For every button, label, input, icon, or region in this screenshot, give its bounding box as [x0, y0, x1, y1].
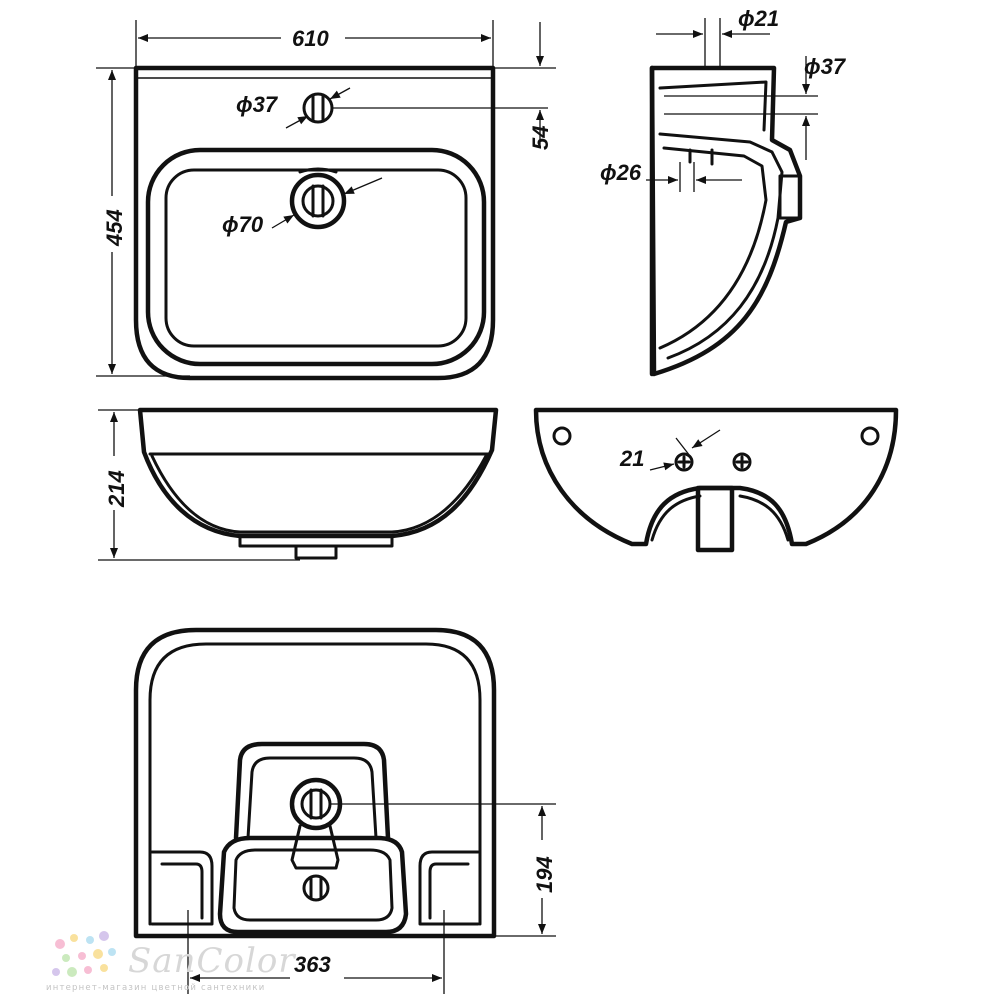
dim-text-phi37-top: ϕ37 [236, 92, 279, 117]
dim-text-363: 363 [294, 952, 331, 977]
watermark-dot [108, 948, 116, 956]
dimension-21: 21 [619, 429, 721, 471]
front-view-drain-stub [294, 544, 338, 560]
bottom-view-faucet-hole [302, 874, 330, 902]
watermark-dot [100, 964, 108, 972]
watermark-brand: SanColor [128, 941, 296, 981]
back-hole-left [674, 452, 694, 472]
dimension-363: 363 [187, 910, 445, 994]
dim-text-454: 454 [102, 209, 127, 247]
dim-text-phi37-side: ϕ37 [804, 54, 847, 79]
watermark-dot [52, 968, 60, 976]
dim-text-214: 214 [104, 470, 129, 508]
dimension-phi37-side: ϕ37 [664, 54, 847, 160]
watermark-dot [55, 939, 65, 949]
dimension-phi26: ϕ26 [600, 160, 742, 192]
bowl-inner [164, 168, 468, 348]
back-view-outline [533, 407, 899, 547]
dimension-194: 194 [330, 803, 557, 937]
watermark-dot [78, 952, 86, 960]
dimension-phi70: ϕ70 [222, 177, 383, 237]
watermark-dot [62, 954, 70, 962]
bottom-view-drain [289, 777, 343, 870]
watermark-dot [84, 966, 92, 974]
watermark-dots-icon [52, 931, 116, 977]
dimension-phi21: ϕ21 [656, 6, 779, 66]
watermark-dot [86, 936, 94, 944]
bottom-view: 194 363 [133, 627, 557, 994]
dim-text-610: 610 [292, 26, 329, 51]
drain-hole [289, 167, 347, 230]
dimension-610: 610 [135, 20, 494, 66]
dim-text-phi21: ϕ21 [738, 6, 779, 31]
front-view: 214 [98, 407, 499, 561]
dim-text-194: 194 [532, 856, 557, 893]
top-view-outline [133, 65, 496, 381]
back-hole-right [732, 452, 752, 472]
watermark-dot [70, 934, 78, 942]
faucet-hole [302, 92, 334, 124]
watermark-dot [67, 967, 77, 977]
front-view-outline [137, 407, 499, 539]
bottom-view-plate [217, 835, 409, 935]
dim-text-21: 21 [619, 446, 644, 471]
watermark: SanColor интернет-магазин цветной сантех… [46, 931, 296, 993]
dimension-phi37-top: ϕ37 [236, 87, 548, 129]
watermark-dot [93, 949, 103, 959]
back-view: 21 [533, 407, 899, 553]
bottom-view-housing [233, 741, 391, 841]
dimension-214: 214 [98, 409, 300, 561]
dim-text-phi26: ϕ26 [600, 160, 642, 185]
bottom-view-outline [133, 627, 497, 939]
dim-text-54: 54 [528, 126, 553, 150]
watermark-tagline: интернет-магазин цветной сантехники [46, 983, 265, 993]
bottom-view-foot-left [150, 850, 214, 926]
bowl-outer-rim [145, 147, 487, 367]
bottom-view-foot-right [418, 850, 480, 926]
mount-hole-right [860, 426, 880, 446]
dimension-54: 54 [495, 22, 556, 150]
back-view-drain [695, 485, 735, 553]
dimension-454: 454 [96, 67, 190, 377]
side-view: ϕ21 ϕ37 ϕ26 [600, 6, 847, 377]
dim-text-phi70: ϕ70 [222, 212, 264, 237]
top-view: 610 454 ϕ37 ϕ70 54 [96, 20, 556, 381]
watermark-dot [99, 931, 109, 941]
mount-hole-left [552, 426, 572, 446]
